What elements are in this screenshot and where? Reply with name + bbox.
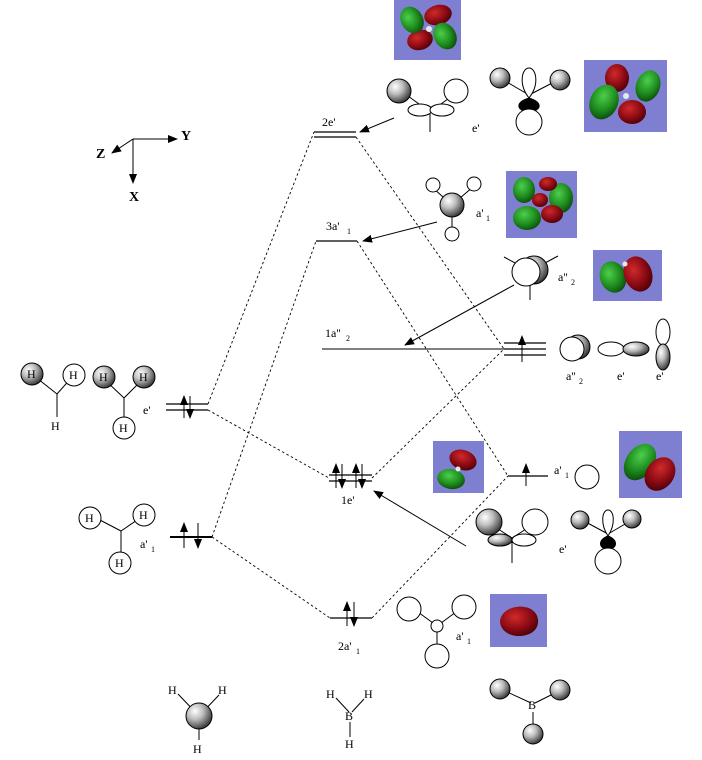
right-e-row-schematic-1 [597, 341, 650, 357]
left-h3-a1-orbital [78, 503, 156, 575]
left-a1-label: a' 1 [140, 537, 155, 554]
right-e-top-schematic-2 [489, 67, 571, 136]
orbital-render-2e-top [394, 0, 461, 60]
label-1e: 1e' [341, 493, 355, 507]
right-a1-top-label: a' 1 [476, 206, 490, 223]
left-h-label-3: H [51, 419, 60, 433]
svg-text:1: 1 [467, 637, 471, 646]
pointer-arrows [359, 117, 515, 547]
svg-text:2: 2 [346, 334, 350, 343]
left-h-label-7: H [85, 511, 94, 525]
svg-text:1: 1 [356, 647, 360, 656]
right-a2-row-label: a'' 2 [566, 369, 583, 386]
right-a1-bottom-schematic [396, 594, 477, 669]
left-h-label-9: H [115, 556, 124, 570]
right-s-schematic [574, 464, 600, 490]
svg-text:2a': 2a' [338, 639, 352, 653]
svg-text:1a'': 1a'' [325, 326, 341, 340]
right-e-row-label-1: e' [617, 369, 625, 383]
svg-text:a': a' [456, 629, 464, 643]
correlation-lines [207, 131, 509, 619]
bottom-h-2: H [218, 683, 227, 697]
right-a2-top-schematic [503, 255, 559, 300]
right-a1-bottom-label: a' 1 [456, 629, 471, 646]
orbital-render-a1-right [619, 431, 682, 498]
energy-levels [166, 131, 548, 619]
left-h-label-6: H [119, 421, 128, 435]
svg-text:a': a' [554, 463, 562, 477]
svg-text:1: 1 [486, 214, 490, 223]
right-a2-top-label: a'' 2 [558, 270, 575, 287]
bh3-h-2: H [364, 687, 373, 701]
left-h-label-8: H [139, 508, 148, 522]
bh3-h-1: H [326, 687, 335, 701]
svg-text:1: 1 [151, 545, 155, 554]
b-label-right: B [528, 698, 536, 712]
svg-text:a'': a'' [558, 270, 568, 284]
right-e-row-label-2: e' [656, 369, 664, 383]
svg-text:1: 1 [565, 471, 569, 480]
right-e-mid-schematic-2 [570, 509, 642, 575]
right-e-mid-label: e' [559, 542, 567, 556]
svg-text:1: 1 [347, 227, 351, 236]
right-e-mid-schematic-1 [475, 508, 549, 563]
bh3-h-3: H [345, 737, 354, 751]
molecule-bh3 [335, 697, 365, 737]
molecule-b-balls [489, 678, 571, 745]
svg-text:2: 2 [579, 377, 583, 386]
right-e-top-label: e' [472, 121, 480, 135]
molecule-h3 [177, 693, 220, 740]
left-h-label-1: H [27, 367, 36, 381]
left-h-label-4: H [99, 370, 108, 384]
bottom-h-3: H [193, 742, 202, 756]
label-2e: 2e' [322, 115, 336, 129]
axis-z-label: Z [96, 147, 105, 162]
bh3-b: B [345, 709, 353, 723]
right-a1-top-schematic [425, 176, 482, 242]
svg-text:a': a' [476, 206, 484, 220]
svg-text:a': a' [140, 537, 148, 551]
orbital-render-2a1 [490, 594, 547, 647]
label-3a1: 3a' 1 [326, 219, 351, 236]
right-a2-row-schematic [559, 334, 591, 362]
axis-x-label: X [129, 190, 139, 205]
axis-system [111, 135, 178, 184]
right-a1-mid-label: a' 1 [554, 463, 569, 480]
left-h-label-5: H [139, 370, 148, 384]
left-e-label: e' [143, 403, 151, 417]
svg-text:2: 2 [571, 278, 575, 287]
svg-text:3a': 3a' [326, 219, 340, 233]
left-h3-e-orbital-a [20, 362, 86, 417]
left-h-label-2: H [69, 368, 78, 382]
orbital-render-2e-right [584, 60, 667, 132]
svg-text:a'': a'' [566, 369, 576, 383]
bottom-h-1: H [168, 683, 177, 697]
orbital-render-1e [433, 441, 484, 493]
left-h3-e-orbital-b [92, 365, 156, 440]
orbital-render-a2 [593, 250, 662, 301]
right-e-row-schematic-2 [655, 318, 671, 371]
orbital-render-3a1 [506, 171, 577, 238]
electrons [180, 335, 530, 627]
label-1a2: 1a'' 2 [325, 326, 350, 343]
label-2a1: 2a' 1 [338, 639, 360, 656]
right-e-top-schematic-1 [386, 78, 469, 132]
axis-y-label: Y [181, 129, 191, 144]
